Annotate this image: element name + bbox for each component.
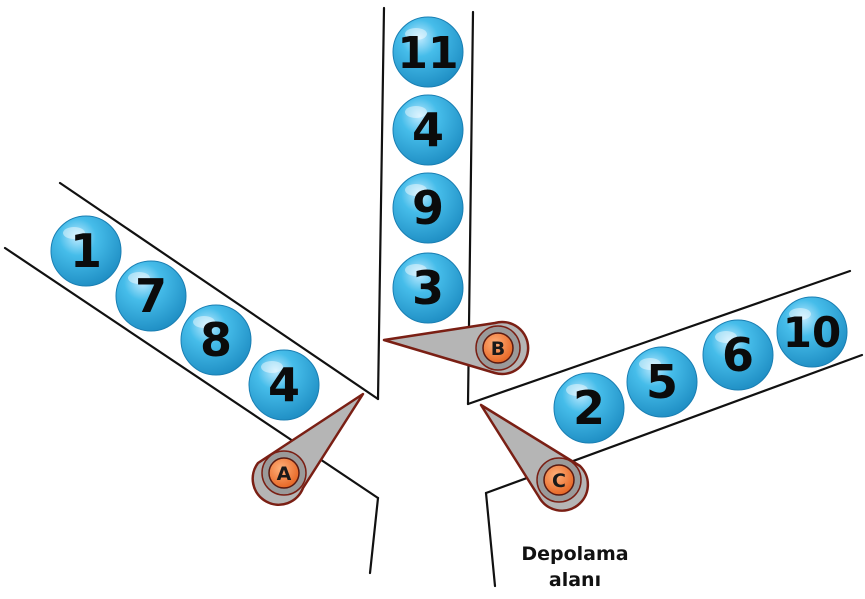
gate-c-knob	[543, 464, 575, 496]
left-tube-balls: 1 7 8 4	[50, 215, 320, 421]
left-funnel-wall	[368, 496, 380, 575]
svg-text:2: 2	[573, 381, 605, 435]
ball-left-4: 4	[248, 349, 320, 421]
ball-right-4: 10	[776, 296, 848, 368]
gate-b-label: B	[491, 338, 505, 360]
left-tube-lower-wall	[3, 246, 380, 500]
svg-text:3: 3	[412, 261, 444, 315]
storage-label-line1: Depolama	[521, 543, 629, 565]
ball-middle-4: 3	[392, 252, 464, 324]
gate-a-label: A	[277, 463, 292, 485]
ball-right-2: 5	[626, 346, 698, 418]
left-tube-upper-wall	[58, 181, 380, 401]
svg-text:7: 7	[135, 269, 167, 323]
storage-label-line2: alanı	[548, 569, 602, 591]
svg-text:8: 8	[200, 313, 232, 367]
svg-text:4: 4	[412, 103, 444, 157]
ball-left-1: 1	[50, 215, 122, 287]
right-tube-upper-wall	[466, 269, 852, 406]
svg-text:10: 10	[783, 308, 841, 357]
gate-b[interactable]: B	[382, 320, 530, 376]
storage-label: Depolama alanı	[500, 541, 650, 593]
svg-text:1: 1	[70, 224, 102, 278]
gate-c-label: C	[552, 470, 566, 492]
svg-text:4: 4	[268, 358, 300, 412]
ball-left-3: 8	[180, 304, 252, 376]
gate-b-knob	[482, 332, 514, 364]
right-funnel-wall	[484, 491, 497, 588]
svg-text:6: 6	[722, 328, 754, 382]
svg-text:11: 11	[397, 28, 458, 79]
ball-middle-2: 4	[392, 94, 464, 166]
ball-middle-3: 9	[392, 172, 464, 244]
gate-a[interactable]: A	[251, 392, 365, 506]
right-tube-balls: 2 5 6 10	[553, 296, 848, 444]
ball-right-3: 6	[702, 319, 774, 391]
ball-left-2: 7	[115, 260, 187, 332]
middle-tube-balls: 11 4 9 3	[392, 16, 464, 324]
ball-right-1: 2	[553, 372, 625, 444]
gate-a-knob	[268, 457, 300, 489]
gate-c[interactable]: C	[479, 403, 590, 512]
middle-tube-left-wall	[376, 6, 386, 401]
svg-text:9: 9	[412, 181, 444, 235]
svg-text:5: 5	[646, 355, 678, 409]
ball-middle-1: 11	[392, 16, 464, 88]
